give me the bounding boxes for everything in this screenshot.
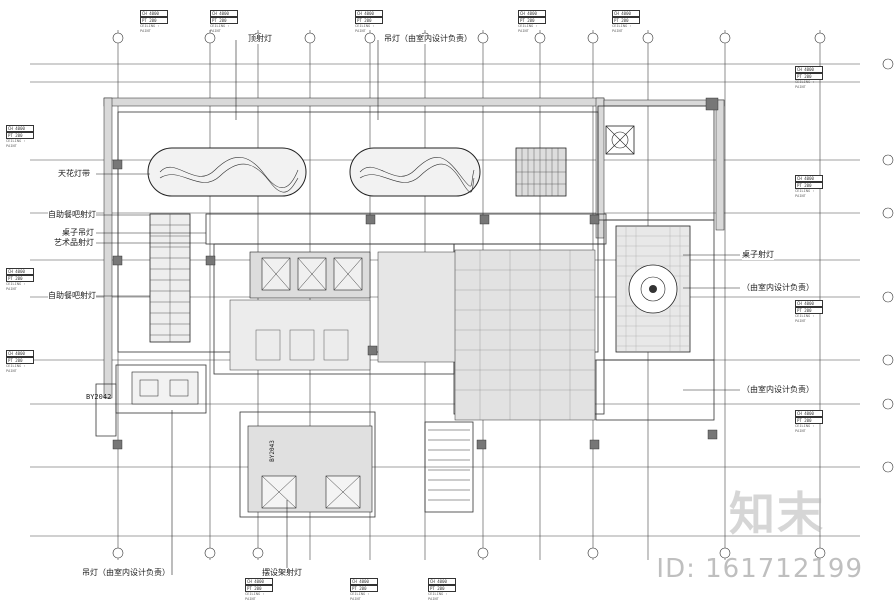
ceiling-tag: CH 4000 PT 200 CEILING : PAINT — [612, 10, 640, 34]
ceiling-tag: CH 4000 PT 200 CEILING : PAINT — [428, 578, 456, 602]
ceiling-tag: CH 4000 PT 200 CEILING : PAINT — [795, 66, 823, 90]
label-table-spot-right: 桌子射灯 — [742, 250, 774, 260]
label-bottom-shelf-spot: 摆设架射灯 — [262, 568, 302, 578]
ceiling-tag: CH 4000 PT 200 CEILING : PAINT — [795, 410, 823, 434]
ceiling-tag: CH 4000 PT 200 CEILING : PAINT — [350, 578, 378, 602]
label-bottom-pendant: 吊灯（由室内设计负责） — [82, 568, 170, 578]
label-top-pendant: 吊灯（由室内设计负责） — [384, 34, 472, 44]
label-art-spot: 艺术品射灯 — [54, 238, 94, 248]
room-code-label-2: BY2043 — [268, 440, 276, 462]
ceiling-tag: CH 4000 PT 200 CEILING : PAINT — [6, 268, 34, 292]
ceiling-tag: CH 4000 PT 200 CEILING : PAINT — [795, 175, 823, 199]
label-right-note-2: （由室内设计负责） — [742, 385, 814, 395]
ceiling-tag: CH 4000 PT 200 CEILING : PAINT — [6, 350, 34, 374]
label-top-spot: 顶射灯 — [248, 34, 272, 44]
ceiling-tag: CH 4000 PT 200 CEILING : PAINT — [6, 125, 34, 149]
ceiling-tag: CH 4000 PT 200 CEILING : PAINT — [518, 10, 546, 34]
watermark-id: ID: 161712199 — [656, 554, 863, 584]
ceiling-tag: CH 4000 PT 200 CEILING : PAINT — [355, 10, 383, 34]
label-buffet-spot-2: 自助餐吧射灯 — [48, 291, 96, 301]
ceiling-tag: CH 4000 PT 200 CEILING : PAINT — [210, 10, 238, 34]
ceiling-tag: CH 4000 PT 200 CEILING : PAINT — [245, 578, 273, 602]
label-right-note-1: （由室内设计负责） — [742, 283, 814, 293]
room-code-label: BY2042 — [86, 393, 112, 401]
label-buffet-spot-1: 自助餐吧射灯 — [48, 210, 96, 220]
ceiling-tag: CH 4000 PT 200 CEILING : PAINT — [795, 300, 823, 324]
watermark-brand: 知末 — [729, 487, 825, 541]
label-ceiling-lamp: 天花灯带 — [58, 169, 90, 179]
ceiling-tag: CH 4000 PT 200 CEILING : PAINT — [140, 10, 168, 34]
label-table-pendant: 桌子吊灯 — [62, 228, 94, 238]
